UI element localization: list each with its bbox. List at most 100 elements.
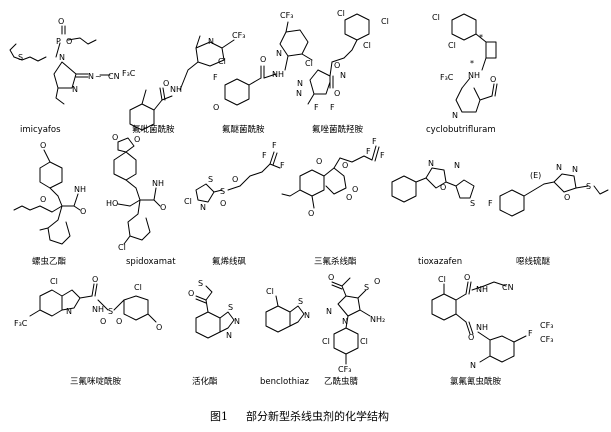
name-benclothiaz: benclothiaz [260,377,310,387]
svg-text:O: O [374,277,380,286]
name-fluensulfone: 氟烯线砜 [212,256,247,267]
svg-text:O: O [134,135,140,144]
structure-fluorether-amide: F O NH N CF₃ Cl O [213,11,313,112]
name-spidoxamat: spidoxamat [126,257,176,267]
svg-text:NH: NH [74,185,86,194]
svg-text:O: O [92,275,98,284]
svg-text:S: S [198,279,203,288]
svg-text:O: O [40,195,46,204]
svg-text:O: O [260,55,266,64]
svg-text:O: O [342,161,348,170]
name-trifluenfuronate: 三氟杀线酯 [314,256,357,267]
svg-text:NH: NH [170,85,182,94]
svg-text:CF₃: CF₃ [540,335,553,344]
svg-text:N: N [326,307,332,316]
svg-text:CF₃: CF₃ [338,365,351,374]
svg-text:O: O [116,317,122,326]
name-cyclobutrifluram: cyclobutrifluram [426,125,496,135]
svg-text:O: O [440,183,446,192]
svg-text:N: N [297,79,303,88]
svg-text:Cl: Cl [184,197,192,206]
svg-text:NH: NH [92,305,104,314]
svg-text:O: O [564,193,570,202]
name-fluazaindolizine: 三氟咪啶酰胺 [70,376,122,387]
svg-text:N: N [234,317,240,326]
svg-text:N: N [470,361,476,370]
svg-text:N: N [304,311,310,320]
svg-text:F: F [314,103,319,112]
svg-text:Cl: Cl [218,57,226,66]
svg-text:Cl: Cl [448,41,456,50]
svg-text:O: O [346,193,352,202]
name-spirotetramat: 螺虫乙酯 [32,256,67,267]
svg-text:NH: NH [468,71,480,80]
svg-text:O: O [160,203,166,212]
svg-text:F: F [330,103,335,112]
svg-text:NH₂: NH₂ [370,315,385,324]
svg-text:F: F [272,141,277,150]
svg-text:O: O [80,207,86,216]
svg-text:*: * [470,59,474,68]
name-acibenzolar: 活化酯 [192,376,218,387]
svg-text:F: F [366,147,371,156]
svg-text:O: O [328,273,334,282]
svg-text:O: O [213,103,219,112]
structure-spirotetramat: O NH O O [13,141,86,245]
figure-caption-text: 部分新型杀线虫剂的化学结构 [246,409,389,423]
svg-text:O: O [334,61,340,70]
svg-text:NH: NH [152,179,164,188]
svg-text:F: F [488,199,493,208]
svg-text:F₃C: F₃C [122,69,136,78]
svg-text:F: F [213,73,218,82]
structure-tioxazafen: N O N S [391,159,475,208]
svg-text:Cl: Cl [118,243,126,252]
svg-text:Cl: Cl [381,17,389,26]
name-oxadiazole: 噁线硫醚 [516,256,551,267]
svg-text:F: F [372,137,377,146]
svg-text:(E): (E) [530,171,541,180]
svg-text:Cl: Cl [322,337,330,346]
svg-text:S: S [470,199,475,208]
svg-text:O: O [316,157,322,166]
svg-text:N: N [340,71,346,80]
svg-text:N: N [452,111,458,120]
svg-text:Cl: Cl [305,59,313,68]
svg-text:Cl: Cl [438,275,446,284]
figure-caption-label: 图1 [210,410,228,423]
svg-text:S: S [364,283,369,292]
svg-text:CF₃: CF₃ [232,31,245,40]
svg-text:S: S [18,53,23,62]
svg-text:N: N [208,37,214,46]
svg-text:HO: HO [106,199,118,208]
svg-text:N: N [556,163,562,172]
svg-text:*: * [479,33,483,42]
structure-oxadiazole: F (E) N N O S [488,163,609,217]
structure-imicyafos: S P O O N N ~ CN N [9,17,120,105]
svg-text:N: N [454,161,460,170]
svg-text:Cl: Cl [360,337,368,346]
svg-text:S: S [108,307,113,316]
svg-text:Cl: Cl [266,287,274,296]
svg-text:CN: CN [108,72,120,81]
name-tioxazafen: tioxazafen [418,257,462,267]
name-imicyafos: imicyafos [20,125,61,135]
svg-text:S: S [220,187,225,196]
svg-text:O: O [490,75,496,84]
svg-text:N: N [59,53,65,62]
structure-pydiflumetofen: Cl Cl Cl O N O N N F F [296,9,389,112]
svg-text:CF₃: CF₃ [540,321,553,330]
svg-text:CN: CN [502,283,514,292]
svg-text:O: O [40,141,46,150]
name-fluopyram: 氟吡菌酰胺 [132,124,175,135]
svg-text:O: O [308,209,314,218]
svg-text:N: N [226,331,232,340]
svg-text:O: O [232,175,238,184]
structure-ethiprole: O S O NH₂ N N Cl Cl CF₃ [322,273,385,374]
svg-text:Cl: Cl [363,41,371,50]
svg-text:P: P [56,37,61,46]
svg-text:N: N [276,49,282,58]
structure-trifluenfuronate: O O O O F F F O [281,137,385,218]
svg-text:S: S [298,297,303,306]
svg-text:N: N [66,307,72,316]
